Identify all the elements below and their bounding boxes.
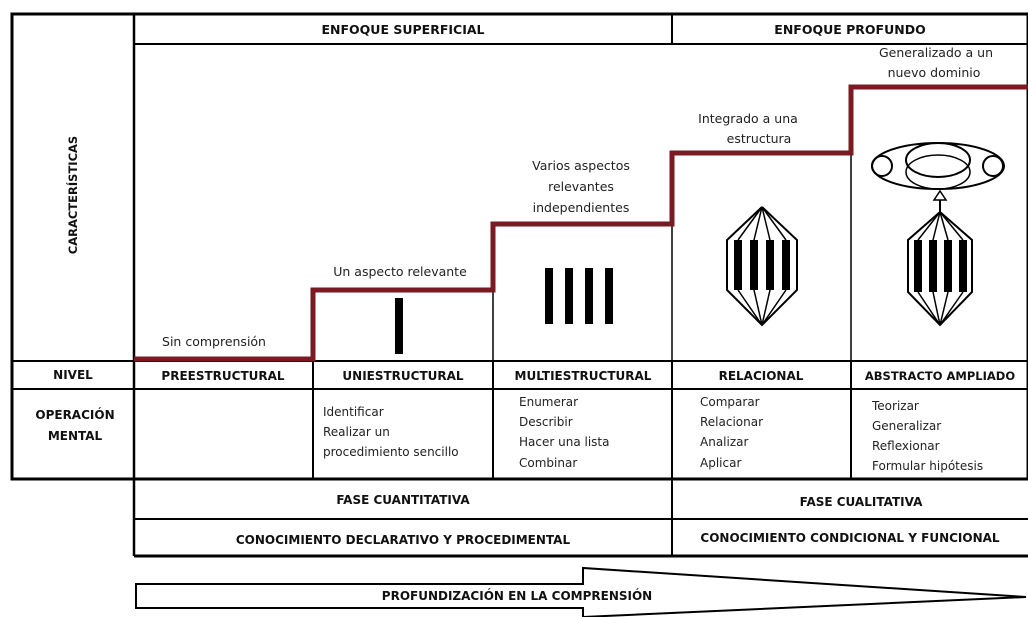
phases-table: [132, 479, 1028, 558]
abstracto-structure-icon: [871, 142, 1005, 327]
multiestructural-bars-icon: [545, 268, 613, 324]
op-multiestructural-3: Hacer una lista: [519, 435, 609, 449]
row-label-caracteristicas: CARACTERÍSTICAS: [65, 136, 80, 254]
char-preestructural: Sin comprensión: [162, 334, 266, 349]
op-uniestructural-2: Realizar un: [323, 425, 390, 439]
relacional-structure-icon: [726, 206, 798, 327]
op-multiestructural-4: Combinar: [519, 456, 577, 470]
char-multiestructural-1: Varios aspectos: [532, 158, 630, 173]
op-relacional-2: Relacionar: [700, 415, 763, 429]
level-relacional: RELACIONAL: [719, 369, 804, 383]
knowledge-condicional: CONOCIMIENTO CONDICIONAL Y FUNCIONAL: [700, 531, 999, 545]
char-multiestructural-3: independientes: [533, 200, 630, 215]
char-uniestructural: Un aspecto relevante: [333, 264, 467, 279]
header-enfoque-superficial: ENFOQUE SUPERFICIAL: [322, 22, 485, 37]
char-abstracto-1: Generalizado a un: [879, 45, 993, 60]
op-abstracto-1: Teorizar: [871, 399, 919, 413]
staircase-line: [134, 84, 1028, 362]
op-abstracto-3: Reflexionar: [872, 439, 940, 453]
op-abstracto-4: Formular hipótesis: [872, 459, 983, 473]
level-multiestructural: MULTIESTRUCTURAL: [515, 369, 652, 383]
uniestructural-bar-icon: [395, 298, 403, 354]
op-uniestructural-3: procedimiento sencillo: [323, 445, 459, 459]
op-multiestructural-1: Enumerar: [519, 395, 578, 409]
row-label-operacion: OPERACIÓN: [35, 407, 114, 422]
level-preestructural: PREESTRUCTURAL: [161, 369, 285, 383]
op-multiestructural-2: Describir: [519, 415, 573, 429]
comprehension-arrow-label: PROFUNDIZACIÓN EN LA COMPRENSIÓN: [382, 588, 652, 603]
op-uniestructural-1: Identificar: [323, 405, 384, 419]
op-abstracto-2: Generalizar: [872, 419, 941, 433]
char-relacional-2: estructura: [727, 131, 792, 146]
phase-cuantitativa: FASE CUANTITATIVA: [336, 493, 470, 507]
op-relacional-3: Analizar: [700, 435, 748, 449]
op-relacional-1: Comparar: [700, 395, 760, 409]
phase-cualitativa: FASE CUALITATIVA: [800, 495, 923, 509]
comprehension-arrow: [135, 566, 1027, 617]
level-uniestructural: UNIESTRUCTURAL: [342, 369, 464, 383]
row-label-nivel: NIVEL: [53, 368, 93, 382]
level-abstracto-ampliado: ABSTRACTO AMPLIADO: [865, 369, 1015, 383]
char-multiestructural-2: relevantes: [548, 179, 614, 194]
row-label-mental: MENTAL: [48, 429, 103, 443]
char-abstracto-2: nuevo dominio: [888, 65, 981, 80]
char-relacional-1: Integrado a una: [698, 111, 798, 126]
knowledge-declarativo: CONOCIMIENTO DECLARATIVO Y PROCEDIMENTAL: [236, 533, 571, 547]
op-relacional-4: Aplicar: [700, 456, 741, 470]
header-enfoque-profundo: ENFOQUE PROFUNDO: [774, 22, 925, 37]
